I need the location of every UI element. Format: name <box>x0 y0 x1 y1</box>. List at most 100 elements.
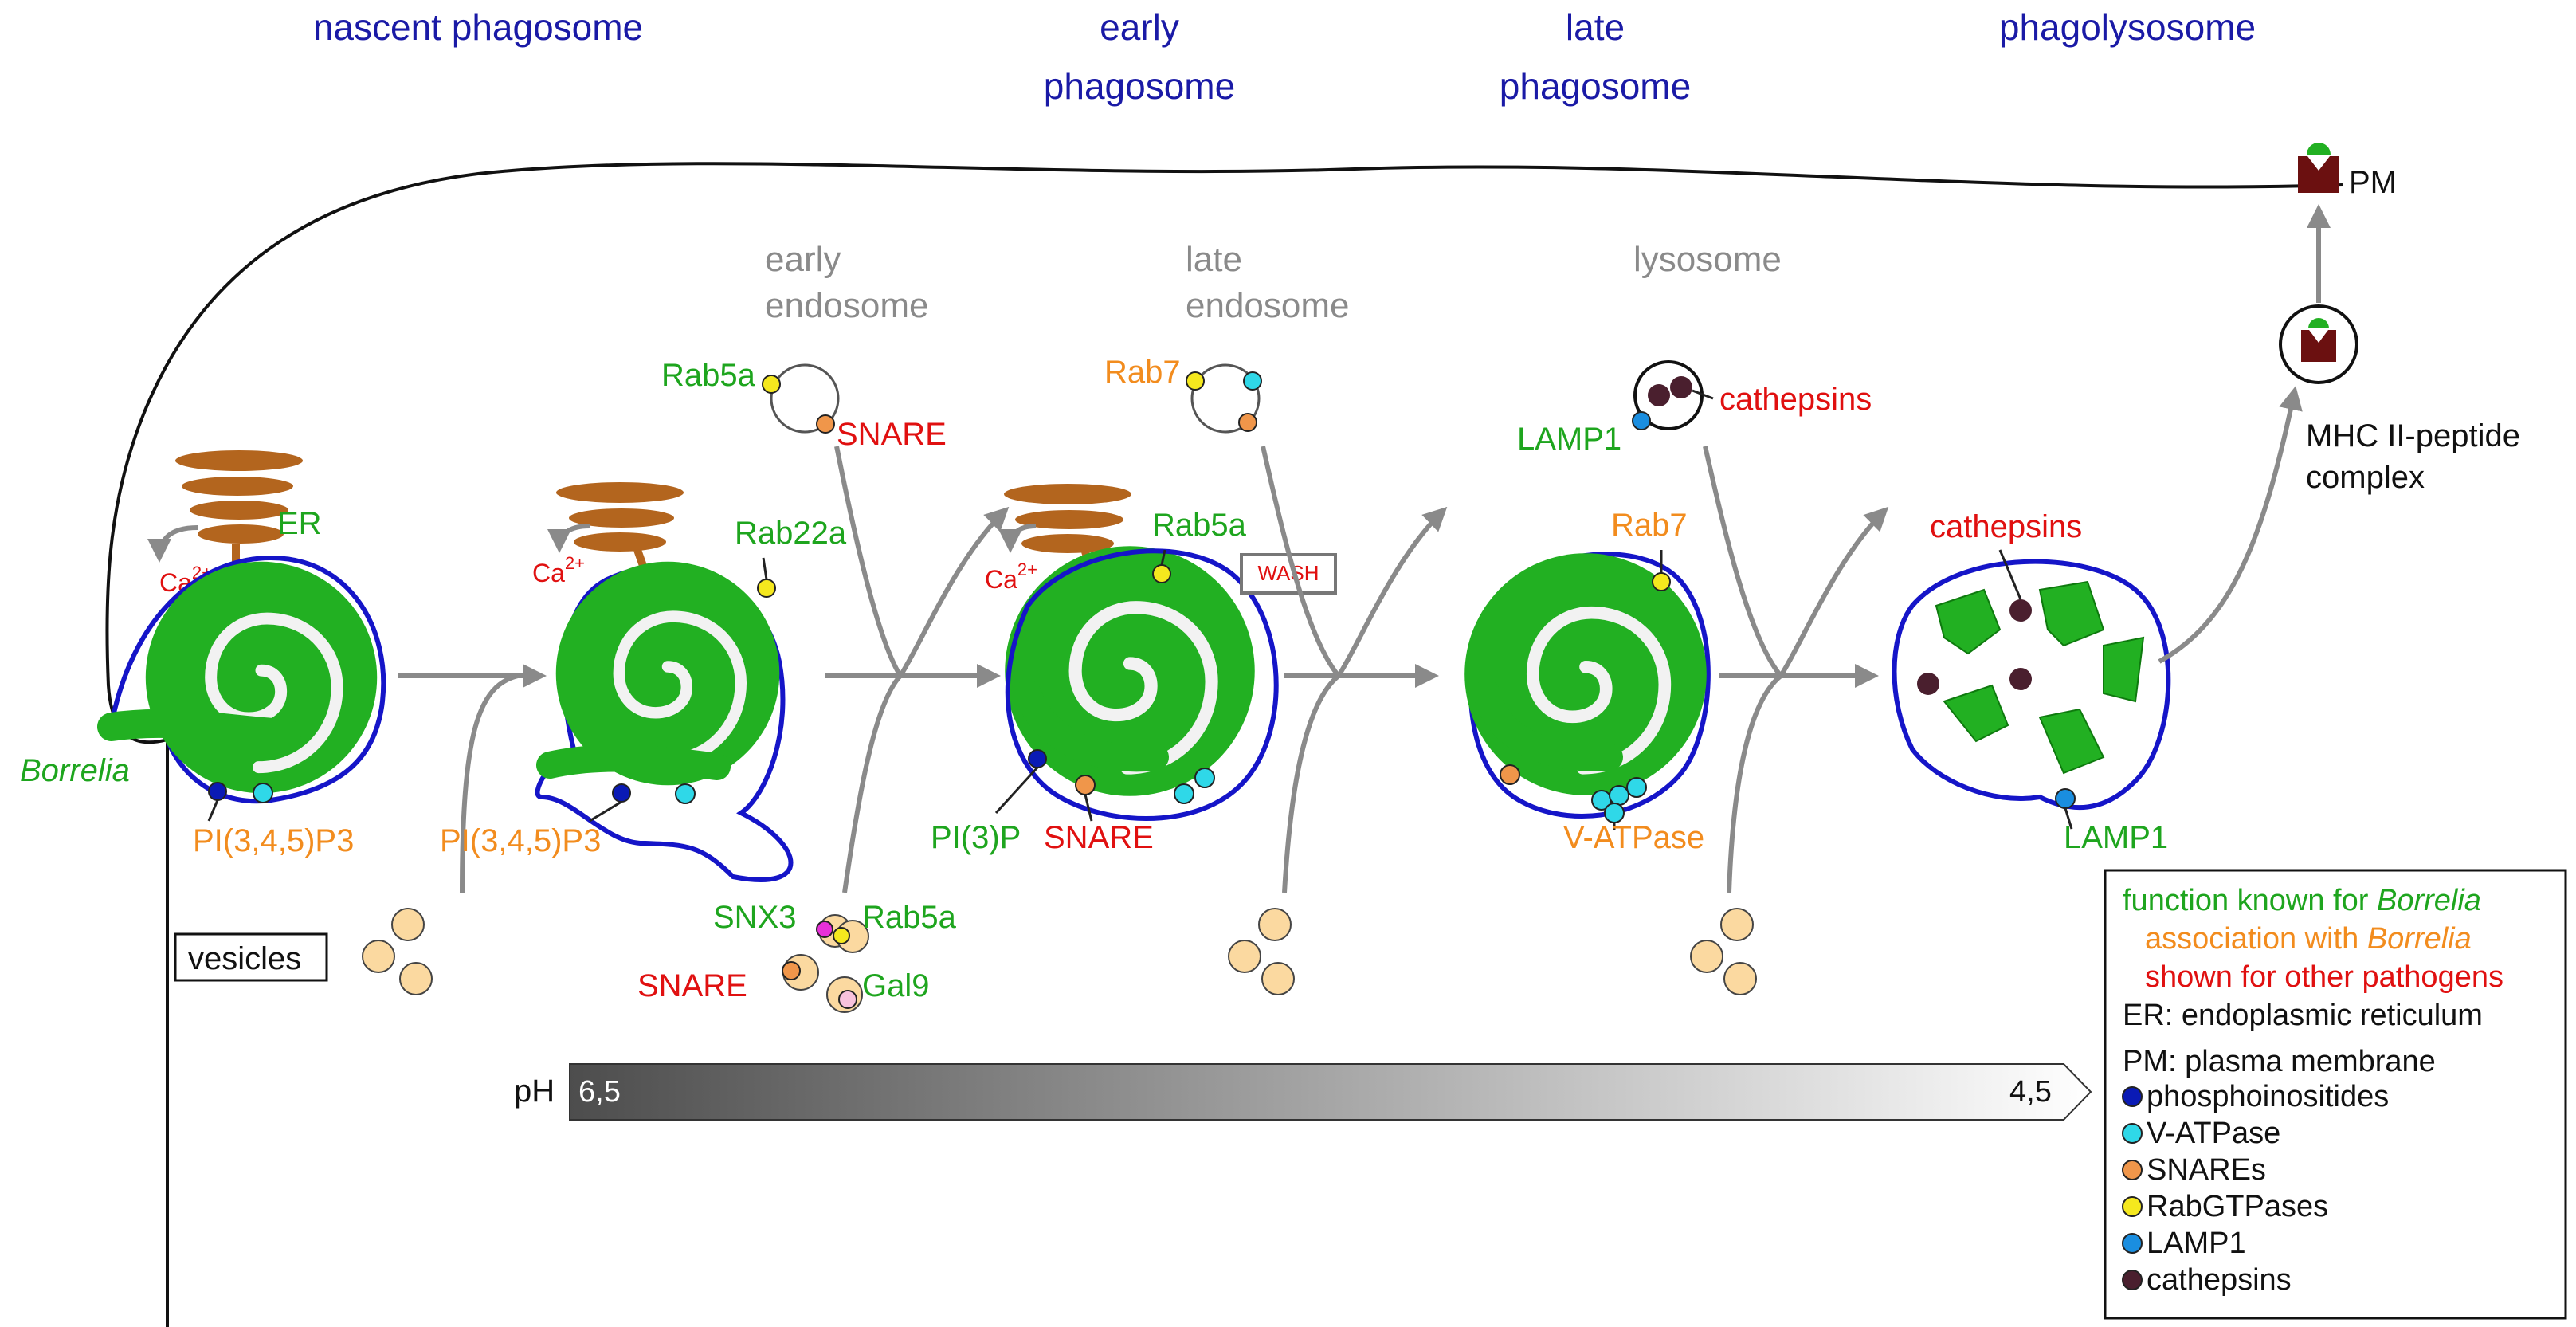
rab7-late-label: Rab7 <box>1611 508 1688 543</box>
pip3-label-2: PI(3,4,5)P3 <box>440 823 601 858</box>
pi3p-label: PI(3)P <box>931 820 1021 855</box>
vesicles-3 <box>1228 908 1295 995</box>
snx3-vesicle-fusion <box>842 673 903 893</box>
early-endosome-recycle-out <box>898 506 1010 677</box>
title-early-phagosome-line2: phagosome <box>1044 65 1235 107</box>
label-early-endosome-1: early <box>765 240 841 279</box>
pi3p-marker <box>1028 749 1047 768</box>
borrelia-tail-2 <box>536 744 731 780</box>
vesicle-fusion-arrow-3 <box>1282 673 1340 893</box>
vatpase-marker-2 <box>675 783 696 804</box>
legend-swatch-0 <box>2122 1086 2143 1107</box>
snare-early-label: SNARE <box>1044 820 1154 855</box>
ca-arrow-1 <box>147 525 198 563</box>
vatpase-marker-3b <box>1194 768 1215 788</box>
rab22a-marker <box>757 579 776 598</box>
lamp1-lyso-label: LAMP1 <box>1517 422 1621 457</box>
snare-endosome-label: SNARE <box>837 417 947 452</box>
legend-association: association with Borrelia <box>2145 922 2472 956</box>
vesicles-label: vesicles <box>188 941 301 976</box>
lysosome-recycle-out <box>1778 506 1889 677</box>
pi-marker-2 <box>612 783 631 803</box>
vesicle-fusion-arrow-1 <box>460 673 519 893</box>
vatpase-label: V-ATPase <box>1563 820 1704 855</box>
label-late-endosome-1: late <box>1186 240 1242 279</box>
rab22a-leader <box>762 557 768 580</box>
phagosome-membrane-4 <box>1468 552 1711 819</box>
late-endosome-fusion-in <box>1261 446 1341 677</box>
rab22a-label: Rab22a <box>735 516 847 551</box>
legend-item-4: LAMP1 <box>2147 1227 2246 1260</box>
title-phagolysosome: phagolysosome <box>1999 6 2256 48</box>
ph-label: pH <box>514 1074 555 1109</box>
lysosome-fusion-in <box>1703 446 1783 677</box>
rab7-late-marker <box>1652 572 1671 591</box>
pi-leader-2 <box>589 800 622 823</box>
title-nascent-phagosome: nascent phagosome <box>313 6 643 48</box>
label-early-endosome-2: endosome <box>765 286 928 325</box>
vatpase-marker-4b <box>1609 785 1629 806</box>
vesicles-label-box <box>174 932 328 982</box>
legend-item-0: phosphoinositides <box>2147 1080 2389 1113</box>
ca-arrow-3 <box>998 524 1037 553</box>
rab5a-snx-label: Rab5a <box>862 900 957 935</box>
legend: function known for Borrelia association … <box>2104 869 2567 1320</box>
gal9-label: Gal9 <box>862 968 930 1003</box>
ph-end-value: 4,5 <box>2009 1075 2052 1109</box>
vatpase-marker-1 <box>253 783 273 803</box>
rab5a-early-marker <box>1152 564 1171 583</box>
legend-item-2: SNAREs <box>2147 1153 2266 1187</box>
phagosome-membrane-1 <box>109 555 386 804</box>
pi3p-leader <box>994 766 1039 815</box>
ph-start-value: 6,5 <box>578 1075 621 1109</box>
vesicles-4 <box>1690 908 1757 995</box>
pip3-label-1: PI(3,4,5)P3 <box>193 823 354 858</box>
cathepsins-phago-leader <box>1998 549 2022 600</box>
label-late-endosome-2: endosome <box>1186 286 1349 325</box>
ca-label-3: Ca2+ <box>985 559 1037 594</box>
cathepsins-phago-label: cathepsins <box>1930 509 2082 544</box>
legend-swatch-5 <box>2122 1270 2143 1290</box>
legend-known: function known for Borrelia <box>2123 884 2481 917</box>
title-early-phagosome-line1: early <box>1100 6 1179 48</box>
early-endosome-fusion-in <box>834 446 903 677</box>
legend-swatch-3 <box>2122 1196 2143 1217</box>
er-stack-3 <box>1004 484 1131 575</box>
borrelia-tail-3 <box>1014 680 1169 772</box>
mhc-label-line1: MHC II-peptide <box>2306 418 2520 453</box>
borrelia-tail-1 <box>97 709 301 748</box>
legend-swatch-2 <box>2122 1160 2143 1180</box>
lamp1-phago-marker <box>2055 788 2076 809</box>
cathepsins-lyso-leader <box>1692 389 1714 400</box>
legend-other: shown for other pathogens <box>2145 960 2503 994</box>
title-late-phagosome-line1: late <box>1566 6 1625 48</box>
legend-swatch-4 <box>2122 1233 2143 1254</box>
vatpase-marker-3a <box>1174 783 1194 804</box>
legend-items: phosphoinositidesV-ATPaseSNAREsRabGTPase… <box>2122 1080 2389 1297</box>
early-endosome <box>762 363 840 434</box>
er-stack-2 <box>556 482 684 579</box>
late-endosome-recycle-out <box>1336 506 1448 677</box>
cathepsins-phago <box>1917 599 2032 695</box>
vesicle-fusion-arrow-4 <box>1727 673 1782 893</box>
vesicles-1 <box>362 908 433 995</box>
borrelia-label: Borrelia <box>20 753 130 788</box>
rab5a-early-leader <box>1160 549 1166 566</box>
wash-label: WASH <box>1257 561 1319 585</box>
rab5a-endosome-label: Rab5a <box>661 358 756 393</box>
arrow-phagolysosome-to-mhc <box>2158 386 2303 664</box>
snare-late-marker <box>1500 764 1520 785</box>
pm-label: PM <box>2349 165 2397 200</box>
lysosome <box>1632 360 1704 430</box>
lamp1-phago-label: LAMP1 <box>2064 820 2168 855</box>
legend-er: ER: endoplasmic reticulum <box>2123 999 2483 1032</box>
snx3-label: SNX3 <box>713 900 797 935</box>
degraded-borrelia <box>1935 580 2145 775</box>
plasma-membrane <box>105 162 2343 1327</box>
borrelia-1 <box>146 562 377 793</box>
legend-swatch-1 <box>2122 1123 2143 1144</box>
legend-item-3: RabGTPases <box>2147 1190 2328 1223</box>
label-lysosome: lysosome <box>1633 240 1782 279</box>
snare-early-marker <box>1075 775 1096 795</box>
